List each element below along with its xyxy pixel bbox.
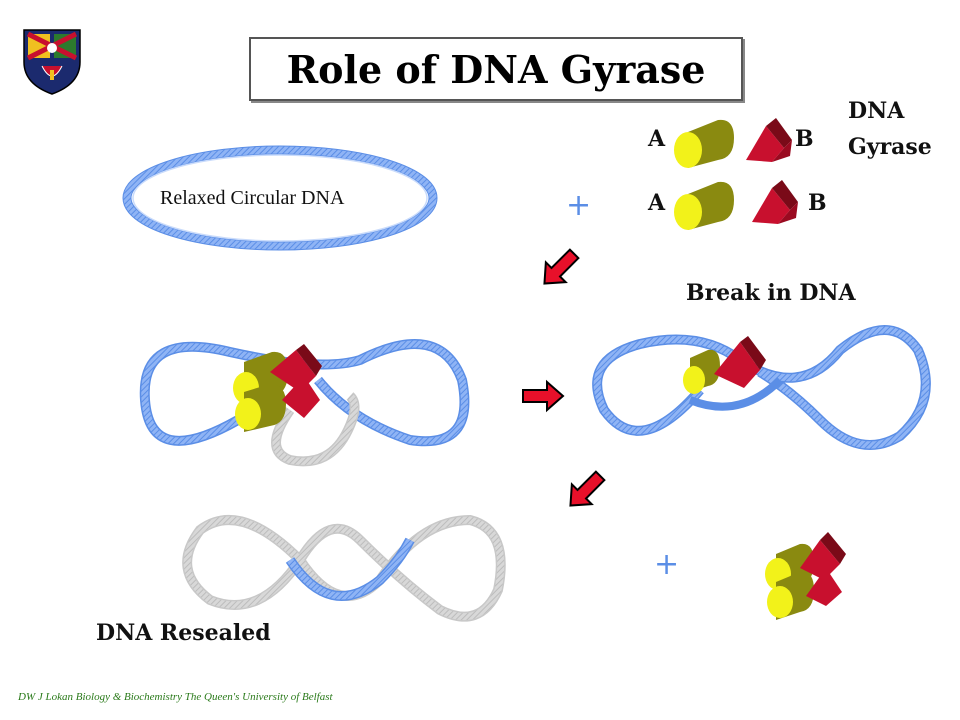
relaxed-dna-label: Relaxed Circular DNA [160,187,345,209]
gyrase-subunit-a-top [674,119,734,168]
relaxed-dna-ring [122,145,438,251]
crest-icon [23,29,81,95]
dna-resealed-figure [182,514,506,622]
arrow-icon [522,379,565,413]
dna-figure-eight-bound [139,339,470,467]
arrow-icon [569,470,606,507]
footer-credit: DW J Lokan Biology & Biochemistry The Qu… [18,691,333,703]
arrow-icon [543,248,580,285]
subunit-a-label-bottom: A [648,190,666,216]
gyrase-subunit-b-bottom [752,180,798,224]
plus-icon: + [654,547,680,582]
page-title: Role of DNA Gyrase [249,37,743,101]
break-label: Break in DNA [686,280,856,306]
gyrase-subunit-b-top [746,118,792,162]
gyrase-subunit-a-bottom [674,181,734,230]
gyrase-released [765,532,846,620]
gyrase-title-line1: DNA [848,98,905,124]
subunit-b-label-bottom: B [808,190,827,216]
plus-icon: + [566,188,592,223]
subunit-b-label-top: B [795,126,814,152]
subunit-a-label-top: A [648,126,666,152]
gyrase-title-line2: Gyrase [848,134,932,160]
resealed-label: DNA Resealed [96,620,271,646]
dna-break-figure [592,325,931,450]
